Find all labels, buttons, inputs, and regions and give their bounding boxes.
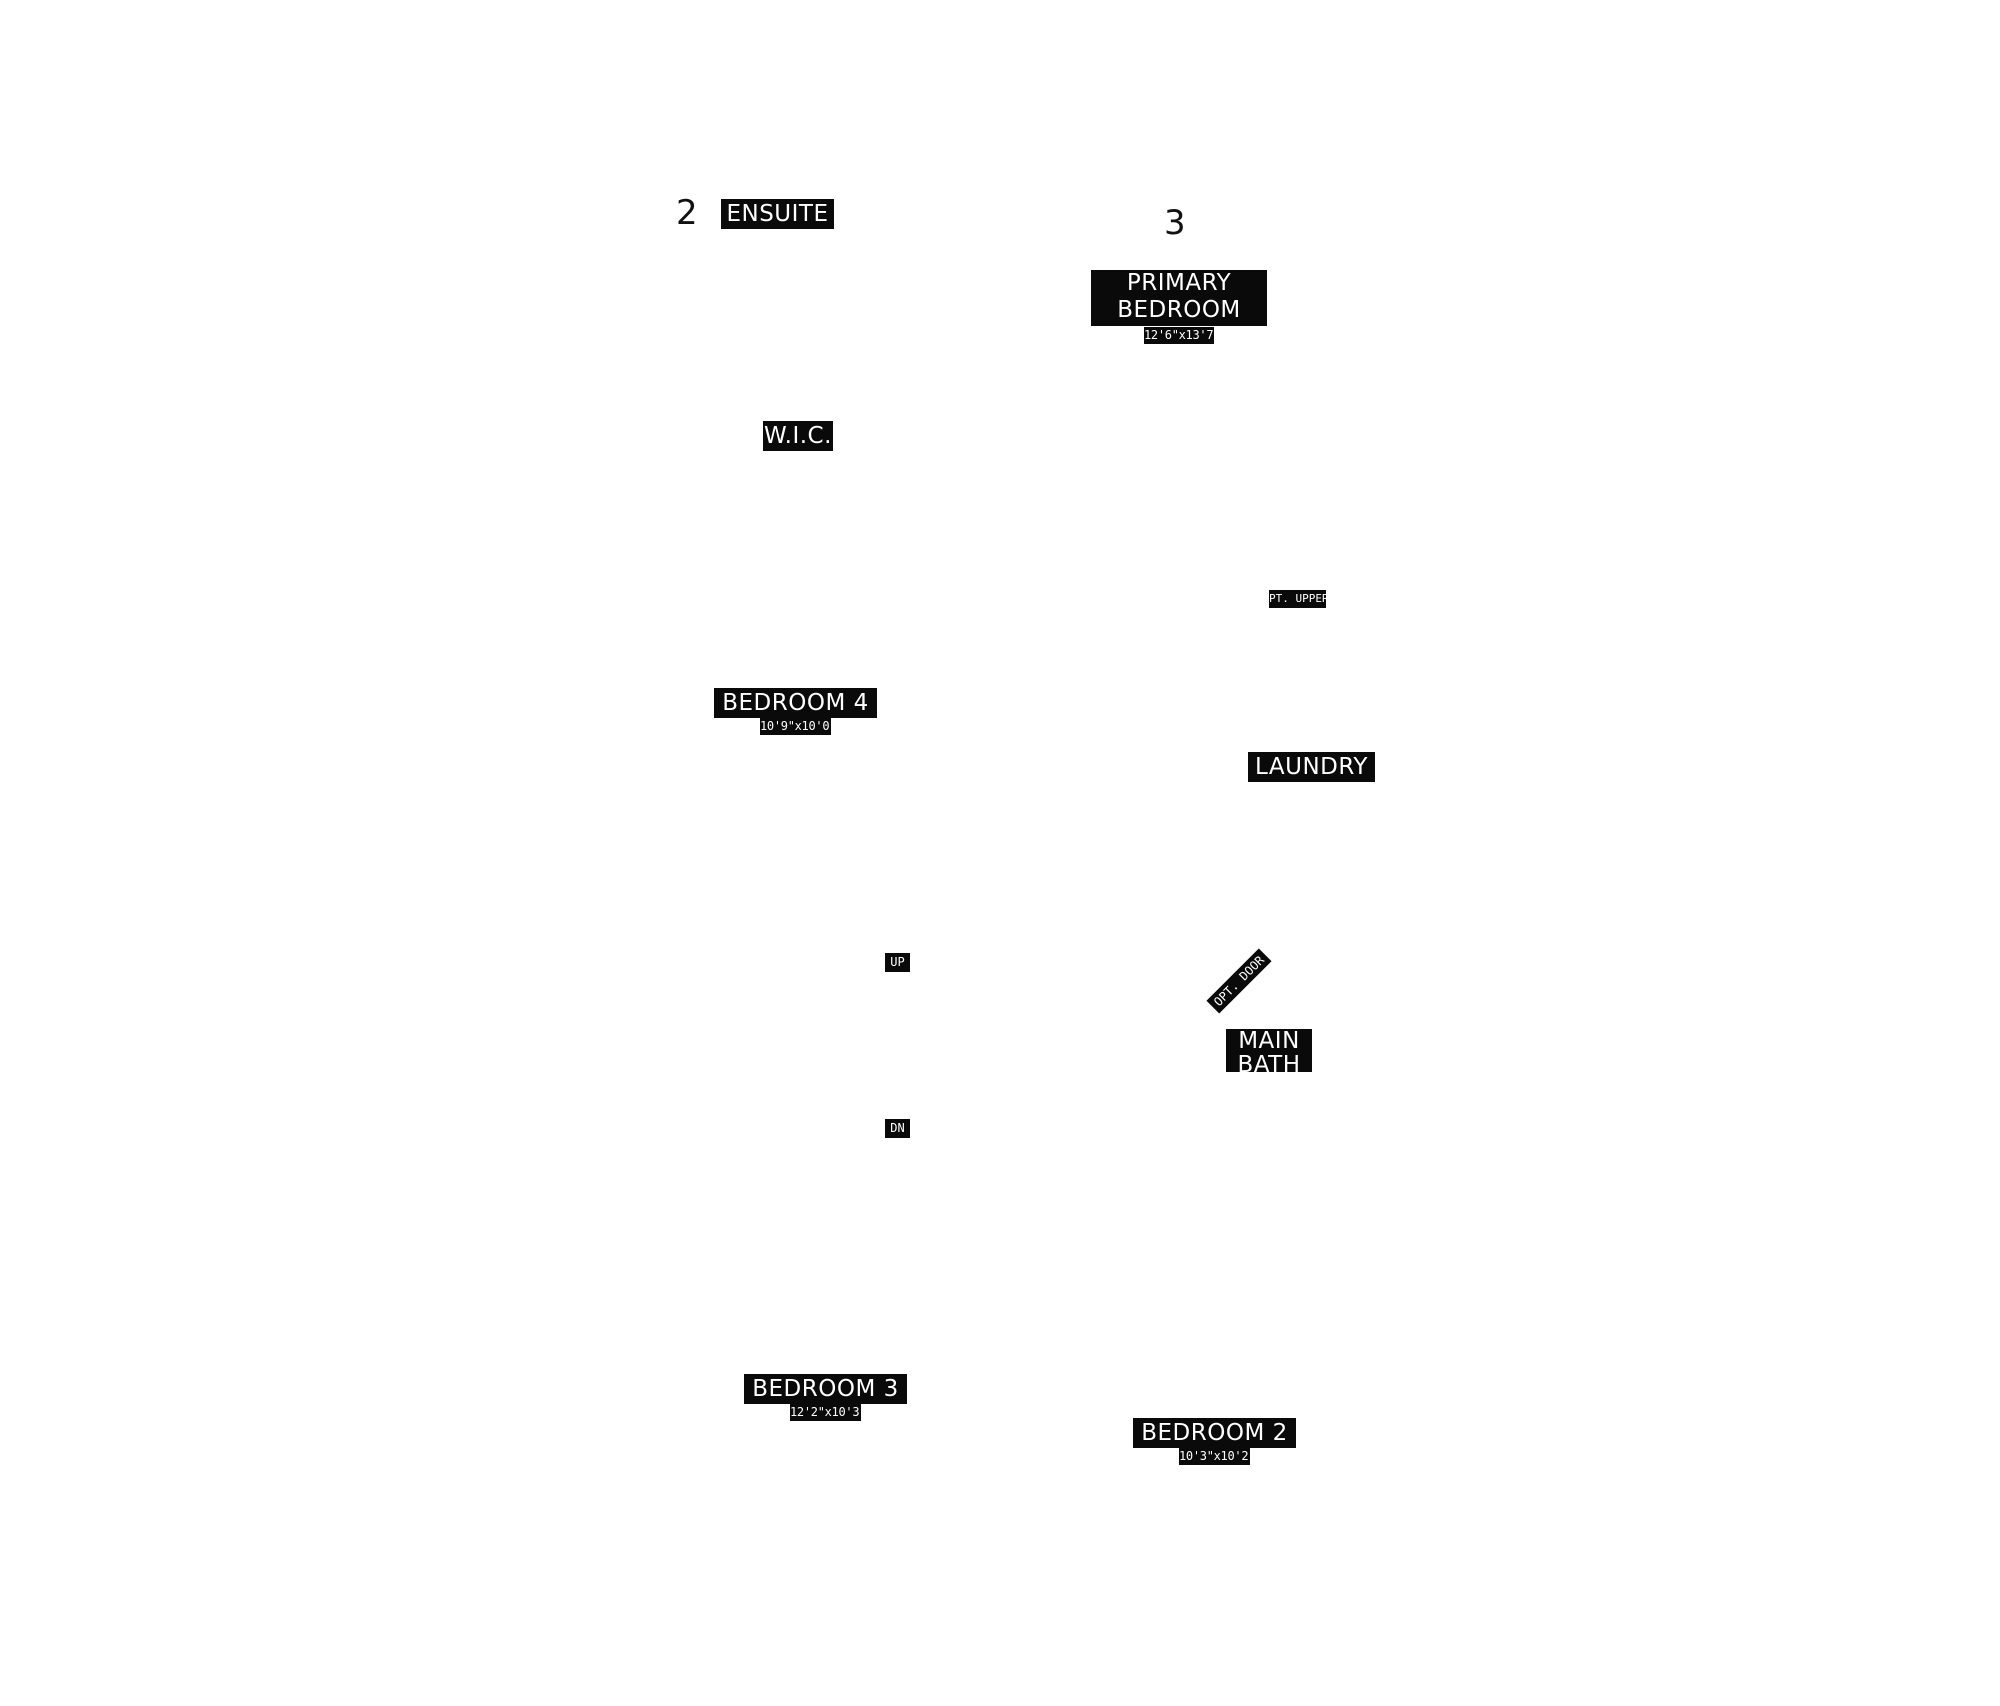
room-label-laundry: LAUNDRY — [1248, 752, 1375, 782]
room-label-primary-bedroom-line1: PRIMARY — [1126, 270, 1232, 296]
room-label-bedroom-2: BEDROOM 2 — [1133, 1418, 1296, 1448]
stair-down-label: DN — [885, 1119, 910, 1138]
room-label-main-bath-line2: BATH — [1237, 1052, 1301, 1072]
room-label-primary-bedroom: PRIMARY BEDROOM — [1091, 270, 1267, 326]
room-label-primary-bedroom-line2: BEDROOM — [1117, 297, 1241, 323]
room-label-ensuite: ENSUITE — [721, 199, 834, 229]
level-number-left: 2 — [676, 193, 698, 233]
room-label-main-bath-line1: MAIN — [1238, 1029, 1300, 1054]
room-label-wic: W.I.C. — [763, 421, 833, 451]
level-number-right: 3 — [1164, 203, 1186, 243]
note-opt-upper: PT. UPPER — [1269, 590, 1326, 608]
room-label-bedroom-3: BEDROOM 3 — [744, 1374, 907, 1404]
stair-up-label: UP — [885, 953, 910, 972]
room-label-main-bath: MAIN BATH — [1226, 1029, 1312, 1072]
note-opt-door: OPT. DOOR — [1206, 948, 1272, 1014]
room-size-bedroom-2: 10'3"x10'2" — [1179, 1448, 1250, 1465]
room-label-bedroom-4: BEDROOM 4 — [714, 688, 877, 718]
room-size-bedroom-3: 12'2"x10'3" — [790, 1404, 861, 1421]
room-size-primary-bedroom: 12'6"x13'7" — [1144, 327, 1214, 344]
room-size-bedroom-4: 10'9"x10'0" — [760, 718, 831, 735]
